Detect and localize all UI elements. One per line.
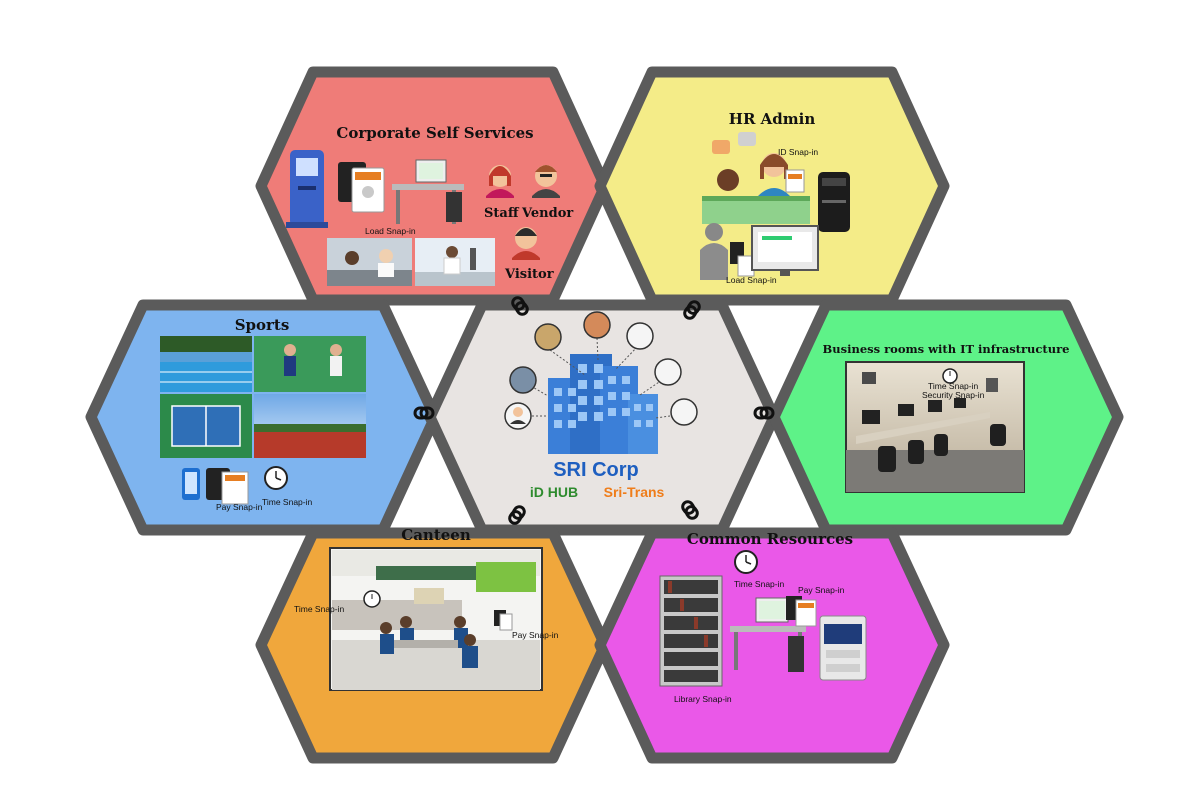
- canteen-pay-label: Pay Snap-in: [512, 630, 559, 640]
- kiosk-icon: [286, 150, 328, 228]
- brand-sri-trans: Sri-Trans: [604, 484, 665, 500]
- canteen-photo: [329, 547, 543, 691]
- clock-icon: [363, 590, 381, 608]
- hex-common-resources: [594, 527, 950, 764]
- id-card-icon: [494, 610, 513, 631]
- business-title: Business rooms with IT infrastructure: [823, 342, 1070, 356]
- building-icon: [548, 354, 658, 454]
- common-library-label: Library Snap-in: [674, 694, 732, 704]
- chain-link-icon: [511, 296, 529, 316]
- clock-icon: [734, 550, 758, 574]
- chain-link-icon: [413, 406, 435, 420]
- corporate-title: Corporate Self Services: [336, 124, 533, 142]
- business-security-label: Security Snap-in: [922, 390, 985, 400]
- sports-pay-label: Pay Snap-in: [216, 502, 263, 512]
- hr-title: HR Admin: [729, 110, 816, 128]
- chain-link-icon: [683, 300, 701, 320]
- canteen-time-label: Time Snap-in: [294, 604, 345, 614]
- chain-link-icon: [508, 505, 526, 525]
- center-circle-icons: [504, 311, 698, 430]
- vendor-label: Vendor: [521, 206, 573, 221]
- corporate-load-label: Load Snap-in: [365, 226, 416, 236]
- phone-icon: [182, 468, 200, 500]
- vendor-avatar-icon: [532, 165, 560, 198]
- sports-time-label: Time Snap-in: [262, 497, 313, 507]
- meeting-photo: [327, 238, 412, 286]
- canteen-title: Canteen: [401, 526, 471, 544]
- brand-idhub: iD HUB: [530, 484, 578, 500]
- business-time-label: Time Snap-in: [928, 381, 979, 391]
- staff-label: Staff: [484, 206, 520, 221]
- common-pay-label: Pay Snap-in: [798, 585, 845, 595]
- card-printer-icon: [818, 172, 850, 232]
- chain-links: [413, 296, 775, 525]
- tennis-photo: [160, 394, 252, 458]
- computer-icon: [751, 225, 819, 276]
- sports-title: Sports: [235, 316, 290, 334]
- computer-icon: [392, 159, 464, 224]
- hr-id-label: ID Snap-in: [778, 147, 818, 157]
- computer-lab-photo: [845, 361, 1025, 493]
- id-card-icon: [786, 596, 817, 627]
- pool-photo: [160, 336, 252, 392]
- chain-link-icon: [753, 406, 775, 420]
- chain-link-icon: [681, 500, 699, 520]
- hr-load-label: Load Snap-in: [726, 275, 777, 285]
- visitor-label: Visitor: [504, 267, 554, 282]
- printer-icon: [819, 615, 867, 681]
- employee-icon: [700, 223, 755, 280]
- common-time-label: Time Snap-in: [734, 579, 785, 589]
- court-photo: [254, 394, 366, 458]
- bookshelf-icon: [659, 575, 723, 687]
- id-card-icon: [338, 162, 385, 213]
- id-card-icon: [206, 468, 249, 505]
- clock-icon: [264, 466, 288, 490]
- reception-desk-icon: [702, 132, 810, 224]
- hockey-photo: [254, 336, 366, 392]
- visitor-avatar-icon: [512, 227, 540, 260]
- clock-icon: [942, 368, 958, 384]
- staff-avatar-icon: [486, 165, 514, 198]
- computer-icon: [730, 597, 806, 672]
- lab-photo: [415, 238, 495, 286]
- brand-sri-corp: SRI Corp: [553, 459, 639, 481]
- common-title: Common Resources: [687, 530, 853, 548]
